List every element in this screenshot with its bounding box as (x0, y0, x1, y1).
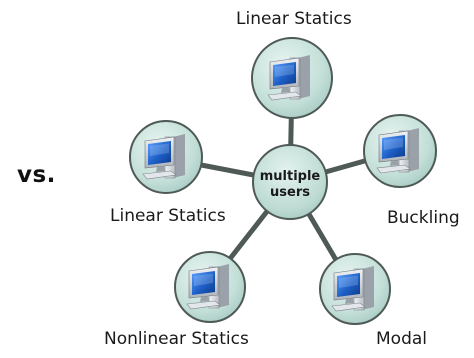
node-bottom-left (174, 251, 246, 323)
hub-label-line1: multiple (260, 169, 321, 184)
node-label-left: Linear Statics (110, 206, 226, 226)
hub-label-line2: users (270, 185, 310, 200)
node-left (129, 120, 203, 194)
node-label-right: Buckling (387, 208, 460, 228)
vs-label: vs. (17, 162, 56, 188)
node-right (363, 114, 437, 188)
node-label-bottom-left: Nonlinear Statics (104, 329, 249, 349)
node-label-bottom-right: Modal (376, 329, 427, 349)
node-bottom-right (319, 253, 391, 325)
node-label-top: Linear Statics (236, 9, 352, 29)
hub: multiple users (252, 144, 328, 220)
node-top (251, 37, 333, 119)
